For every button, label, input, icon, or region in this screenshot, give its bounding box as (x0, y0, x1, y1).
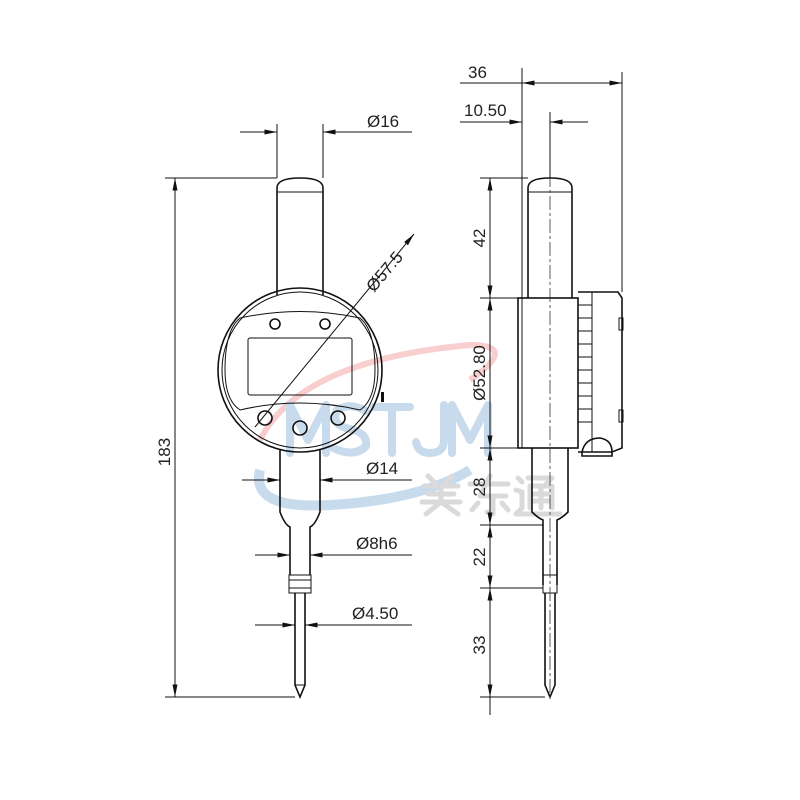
top-stem (276, 177, 324, 295)
front-view: 183 Ø16 Ø57.5 Ø14 Ø8h6 Ø4.50 (155, 112, 415, 700)
dim-top-stem: 42 (470, 229, 489, 248)
dim-tip-diameter: Ø4.50 (352, 604, 398, 623)
dim-neck-diameter: Ø14 (366, 459, 398, 478)
button-icon (292, 420, 308, 436)
contact-tip (294, 593, 306, 700)
side-neck (531, 448, 569, 585)
dim-offset: 10.50 (464, 101, 507, 120)
dim-dial-diameter: Ø57.5 (363, 248, 407, 296)
screw-icon (319, 318, 331, 330)
button-icon (330, 410, 346, 426)
dim-spindle-length: 22 (470, 548, 489, 567)
dim-total-height: 183 (155, 438, 174, 466)
screw-icon (269, 318, 281, 330)
back-cover (578, 291, 623, 453)
side-body (517, 297, 579, 449)
side-view: 36 10.50 42 Ø52.80 28 22 33 (460, 63, 624, 715)
button-icon (257, 410, 273, 426)
dim-neck-length: 28 (470, 478, 489, 497)
neck (279, 450, 321, 575)
lift-lever (581, 437, 613, 457)
cover-ribs (578, 304, 592, 423)
dim-tip-length: 33 (470, 636, 489, 655)
dim-stem-diameter: Ø16 (367, 112, 399, 131)
display-face (224, 311, 376, 411)
dim-spindle-diameter: Ø8h6 (356, 534, 398, 553)
dial-bezel (217, 287, 383, 453)
lcd-screen (247, 337, 353, 396)
dim-total-depth: 36 (468, 63, 487, 82)
watermark-logo (253, 341, 563, 517)
dim-body-diameter: Ø52.80 (470, 345, 489, 401)
